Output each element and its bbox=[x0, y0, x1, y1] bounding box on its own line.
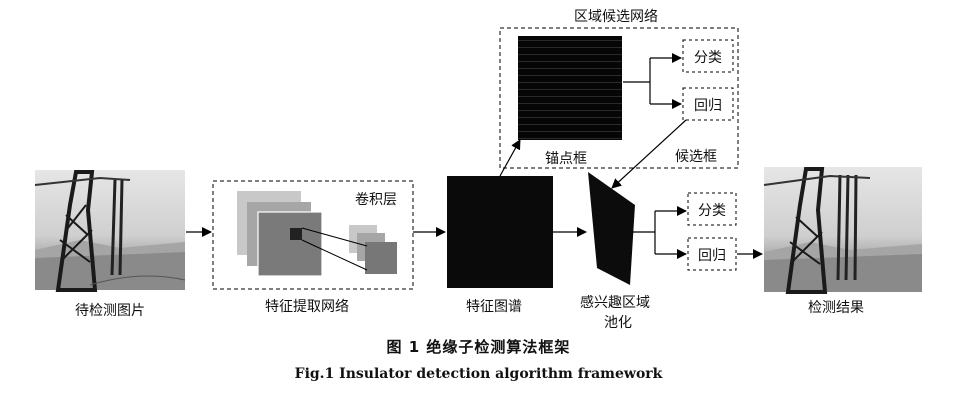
roi-pool-label-2: 池化 bbox=[604, 315, 632, 331]
head-reg-label: 回归 bbox=[698, 248, 726, 264]
roi-pooling-block bbox=[588, 172, 635, 285]
rpn-box bbox=[499, 27, 739, 169]
arrow-anchor-to-rpn-heads bbox=[623, 53, 682, 109]
output-image-label: 检测结果 bbox=[808, 300, 864, 316]
roi-pool-label-1: 感兴趣区域 bbox=[580, 295, 650, 311]
arrow-roi-to-heads bbox=[632, 206, 687, 259]
feature-net-box bbox=[212, 180, 414, 290]
conv-layer-label: 卷积层 bbox=[355, 192, 397, 208]
head-reg-box bbox=[687, 237, 737, 271]
anchor-box-map bbox=[518, 36, 622, 140]
anchor-box-label: 锚点框 bbox=[545, 151, 587, 167]
rpn-reg-box bbox=[682, 87, 734, 121]
feature-net-title: 特征提取网络 bbox=[265, 299, 349, 315]
proposal-label: 候选框 bbox=[675, 149, 717, 165]
rpn-cls-label: 分类 bbox=[694, 50, 722, 66]
head-cls-box bbox=[687, 192, 737, 226]
head-cls-label: 分类 bbox=[698, 203, 726, 219]
caption-chinese: 图 1 绝缘子检测算法框架 bbox=[386, 338, 571, 356]
arrow-map-to-rpn bbox=[499, 139, 521, 177]
feature-map bbox=[447, 176, 553, 288]
conv-layers-icon bbox=[237, 191, 397, 277]
caption-english: Fig.1 Insulator detection algorithm fram… bbox=[294, 366, 663, 382]
output-image bbox=[763, 167, 922, 294]
input-image-label: 待检测图片 bbox=[75, 303, 145, 319]
rpn-title: 区域候选网络 bbox=[574, 9, 658, 25]
input-image bbox=[34, 170, 186, 292]
feature-map-label: 特征图谱 bbox=[466, 299, 522, 315]
arrow-proposals-to-roi bbox=[611, 119, 687, 189]
rpn-reg-label: 回归 bbox=[694, 98, 722, 114]
rpn-cls-box bbox=[682, 39, 734, 73]
